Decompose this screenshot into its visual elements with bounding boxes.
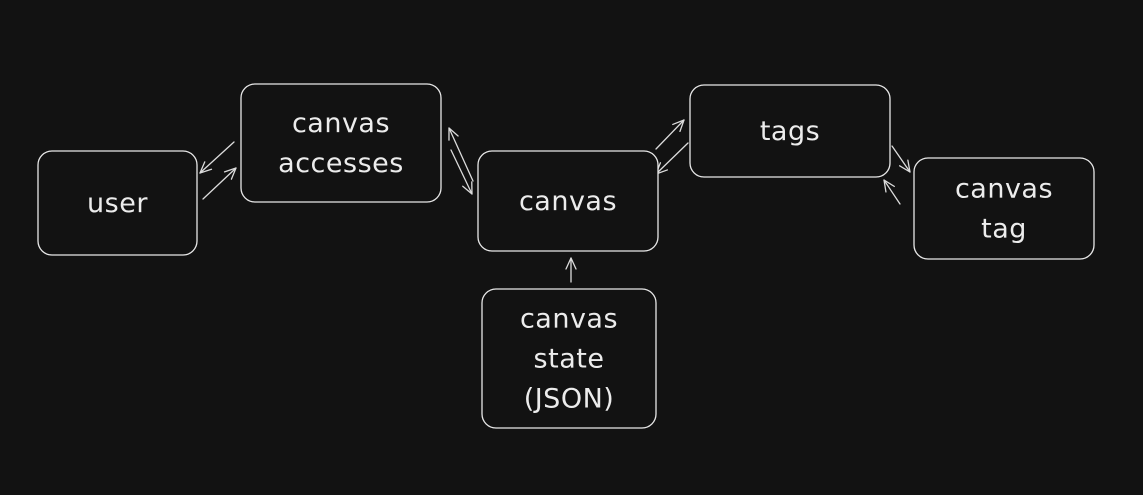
nodes-layer: user canvas accesses canvas canvas state (JSON… <box>37 83 1095 429</box>
arrow-user-to-canvas-accesses <box>202 167 237 200</box>
node-label-canvas-state: canvas <box>520 304 618 335</box>
arrow-canvas-tag-to-tags <box>883 179 901 205</box>
node-label-canvas-tag: tag <box>981 214 1027 245</box>
node-canvas-tag: canvas tag <box>913 157 1095 260</box>
edges-layer <box>199 119 911 283</box>
node-box-canvas-accesses <box>240 83 442 203</box>
node-canvas-state: canvas state (JSON) <box>481 288 657 429</box>
node-label-canvas-accesses: canvas <box>292 108 390 139</box>
node-label-tags: tags <box>760 116 820 147</box>
arrow-canvas-accesses-to-canvas <box>450 149 473 195</box>
node-label-canvas-state: state <box>534 344 605 375</box>
node-box-canvas-tag <box>913 157 1095 260</box>
node-box-canvas-state <box>481 288 657 429</box>
node-label-canvas: canvas <box>519 186 617 217</box>
node-label-canvas-tag: canvas <box>955 174 1053 205</box>
node-user: user <box>37 150 198 256</box>
node-label-user: user <box>87 188 148 219</box>
node-tags: tags <box>689 84 891 178</box>
arrow-canvas-to-canvas-accesses <box>448 127 474 182</box>
node-box-canvas <box>477 150 659 252</box>
arrow-tags-to-canvas <box>655 142 689 175</box>
node-canvas-accesses: canvas accesses <box>240 83 442 203</box>
node-box-user <box>37 150 198 256</box>
node-canvas: canvas <box>477 150 659 252</box>
node-label-canvas-state: (JSON) <box>524 384 615 415</box>
arrow-canvas-to-tags <box>655 119 685 150</box>
arrow-tags-to-canvas-tag <box>891 145 911 173</box>
node-label-canvas-accesses: accesses <box>278 148 404 179</box>
node-box-tags <box>689 84 891 178</box>
arrow-canvas-accesses-to-user <box>199 141 235 174</box>
